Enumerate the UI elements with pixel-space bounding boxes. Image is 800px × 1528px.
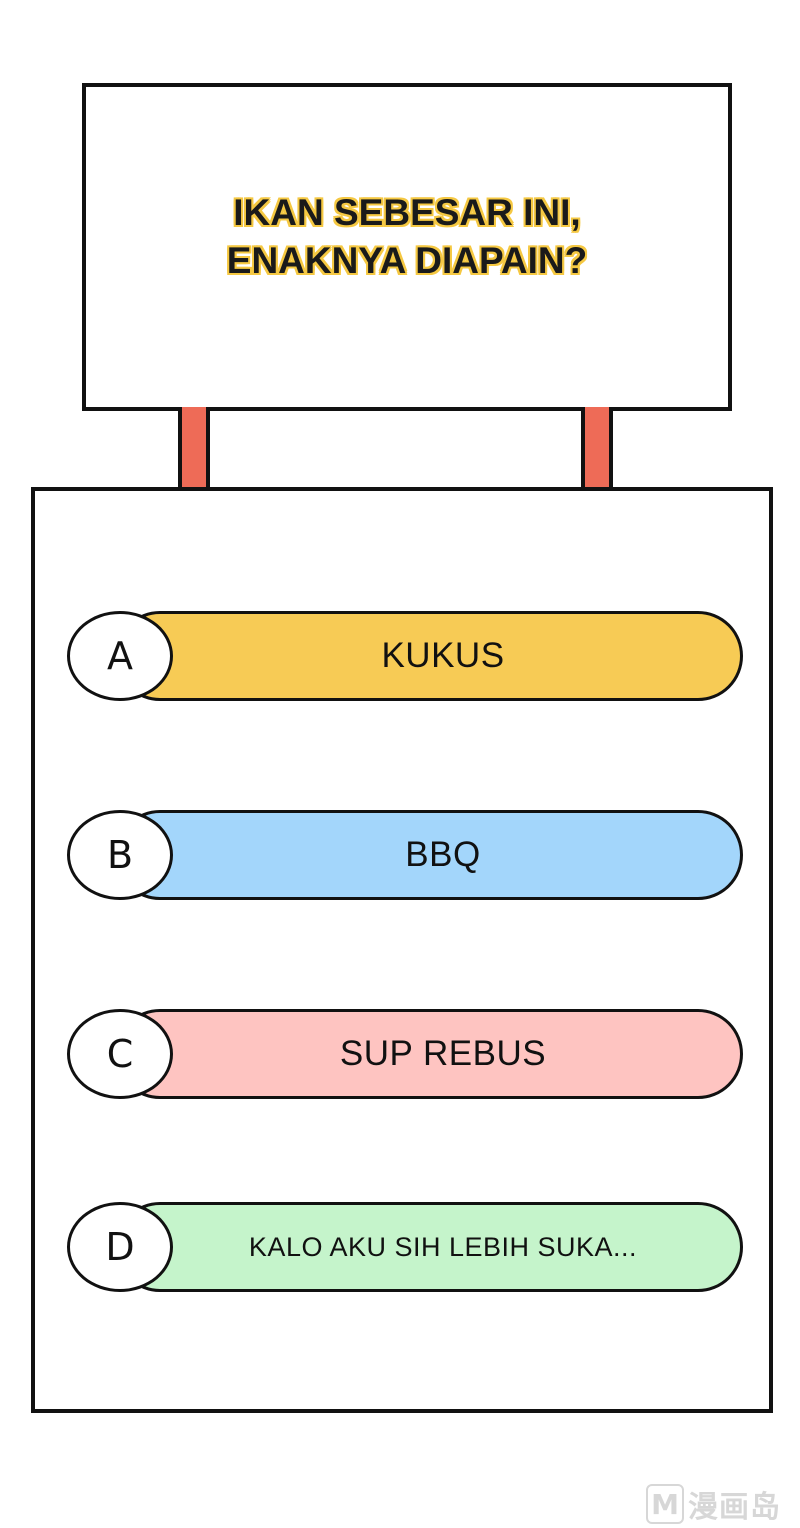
- question-text: IKAN SEBESAR INI, ENAKNYA DIAPAIN?: [226, 192, 588, 281]
- option-d-letter-badge: D: [67, 1202, 173, 1292]
- watermark: M 漫画岛: [646, 1482, 796, 1526]
- option-a-letter: A: [107, 634, 133, 678]
- answer-panel: A KUKUS B BBQ C SUP REBUS D KALO AKU SIH…: [31, 487, 773, 1413]
- option-b-button[interactable]: BBQ: [115, 810, 743, 900]
- option-a-label: KUKUS: [381, 636, 505, 675]
- option-c-button[interactable]: SUP REBUS: [115, 1009, 743, 1099]
- option-d-button[interactable]: KALO AKU SIH LEBIH SUKA...: [115, 1202, 743, 1292]
- option-a[interactable]: A KUKUS: [67, 611, 743, 701]
- option-b-letter-badge: B: [67, 810, 173, 900]
- watermark-text: 漫画岛: [688, 1490, 781, 1525]
- option-c-label: SUP REBUS: [339, 1034, 547, 1073]
- option-d-label: KALO AKU SIH LEBIH SUKA...: [248, 1231, 638, 1262]
- option-a-letter-badge: A: [67, 611, 173, 701]
- option-a-button[interactable]: KUKUS: [115, 611, 743, 701]
- option-b-label: BBQ: [405, 835, 481, 874]
- question-sign: IKAN SEBESAR INI, ENAKNYA DIAPAIN?: [82, 83, 732, 411]
- option-c-letter-badge: C: [67, 1009, 173, 1099]
- option-c-letter: C: [106, 1032, 134, 1076]
- option-c[interactable]: C SUP REBUS: [67, 1009, 743, 1099]
- option-d[interactable]: D KALO AKU SIH LEBIH SUKA...: [67, 1202, 743, 1292]
- sign-post-left: [178, 407, 210, 489]
- option-b[interactable]: B BBQ: [67, 810, 743, 900]
- watermark-logo-icon: M: [646, 1484, 684, 1524]
- sign-post-right: [581, 407, 613, 489]
- option-b-letter: B: [106, 833, 134, 877]
- option-d-letter: D: [105, 1225, 135, 1269]
